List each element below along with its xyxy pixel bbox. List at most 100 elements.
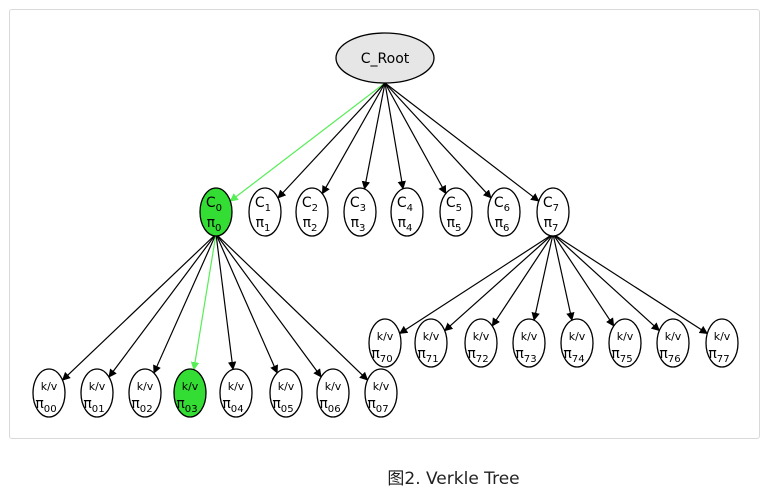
leaf-node-06: k/v π06 <box>316 368 350 418</box>
kv-label: k/v <box>423 330 440 343</box>
root-node: C_Root <box>335 32 435 84</box>
leaf-node-76: k/v π76 <box>656 318 690 368</box>
kv-label: k/v <box>569 330 586 343</box>
kv-label: k/v <box>228 380 245 393</box>
proof-label: π7 <box>544 215 559 234</box>
leaf-node-70: k/v π70 <box>368 318 402 368</box>
kv-label: k/v <box>473 330 490 343</box>
edge-c7-leaf2 <box>491 233 554 327</box>
edge-c0-leaf6 <box>215 233 322 378</box>
leaf-node-04: k/v π04 <box>219 368 253 418</box>
kv-label: k/v <box>137 380 154 393</box>
leaf-proof-label: π75 <box>611 346 632 365</box>
leaf-proof-label: π00 <box>35 396 56 415</box>
leaf-proof-label: π76 <box>659 346 680 365</box>
kv-label: k/v <box>325 380 342 393</box>
proof-label: π1 <box>256 215 271 234</box>
edge-root-c7 <box>384 82 540 202</box>
kv-label: k/v <box>278 380 295 393</box>
kv-label: k/v <box>714 330 731 343</box>
leaf-node-02: k/v π02 <box>128 368 162 418</box>
edge-c0-leaf7 <box>215 233 369 381</box>
edge-c0-leaf0 <box>61 233 217 381</box>
leaf-node-07: k/v π07 <box>364 368 398 418</box>
edge-c7-leaf0 <box>398 233 554 334</box>
commitment-label: C1 <box>255 195 271 214</box>
leaf-proof-label: π02 <box>131 396 152 415</box>
kv-label: k/v <box>665 330 682 343</box>
proof-label: π0 <box>207 215 222 234</box>
leaf-proof-label: π71 <box>417 346 438 365</box>
commitment-label: C6 <box>494 195 510 214</box>
leaf-proof-label: π72 <box>467 346 488 365</box>
edge-root-c3 <box>361 82 386 190</box>
figure-caption: 图2. Verkle Tree <box>387 469 520 489</box>
leaf-proof-label: π03 <box>176 396 197 415</box>
leaf-proof-label: π74 <box>563 346 584 365</box>
edge-c7-leaf3 <box>531 233 554 322</box>
commitment-label: C7 <box>543 195 559 214</box>
kv-label: k/v <box>521 330 538 343</box>
edge-root-c1 <box>277 82 386 199</box>
leaf-node-00: k/v π00 <box>32 368 66 418</box>
leaf-proof-label: π70 <box>371 346 392 365</box>
kv-label: k/v <box>377 330 394 343</box>
leaf-proof-label: π73 <box>515 346 536 365</box>
edge-root-c6 <box>384 82 492 199</box>
leaf-node-05: k/v π05 <box>269 368 303 418</box>
commitment-label: C2 <box>302 195 318 214</box>
leaf-proof-label: π77 <box>708 346 729 365</box>
edge-c0-leaf5 <box>215 233 278 374</box>
edge-root-c4 <box>384 82 406 190</box>
leaf-node-01: k/v π01 <box>80 368 114 418</box>
commitment-label: C0 <box>206 195 222 214</box>
kv-label: k/v <box>373 380 390 393</box>
root-label: C_Root <box>361 51 410 67</box>
leaf-node-71: k/v π71 <box>414 318 448 368</box>
edge-c0-leaf4 <box>215 233 237 371</box>
edge-c7-leaf5 <box>552 233 615 327</box>
leaf-node-74: k/v π74 <box>560 318 594 368</box>
edge-c7-leaf7 <box>552 233 709 335</box>
kv-label: k/v <box>617 330 634 343</box>
proof-label: π4 <box>398 215 413 234</box>
edge-c0-leaf2 <box>153 233 217 374</box>
proof-label: π5 <box>447 215 462 234</box>
proof-label: π2 <box>303 215 318 234</box>
commitment-label: C4 <box>397 195 413 214</box>
edge-root-c2 <box>321 82 386 195</box>
edge-root-c5 <box>384 82 447 195</box>
leaf-proof-label: π07 <box>367 396 388 415</box>
edge-root-c0 <box>229 82 386 202</box>
leaf-proof-label: π06 <box>319 396 340 415</box>
edge-c7-leaf4 <box>552 233 575 322</box>
proof-label: π6 <box>495 215 510 234</box>
leaf-node-72: k/v π72 <box>464 318 498 368</box>
commitment-label: C3 <box>350 195 366 214</box>
commitment-label: C5 <box>446 195 462 214</box>
leaf-node-03: k/v π03 <box>173 368 207 418</box>
edge-c7-leaf1 <box>444 233 554 332</box>
edge-c0-leaf1 <box>108 233 217 378</box>
kv-label: k/v <box>182 380 199 393</box>
leaf-node-73: k/v π73 <box>512 318 546 368</box>
kv-label: k/v <box>41 380 58 393</box>
edge-c0-leaf3 <box>190 233 217 371</box>
proof-label: π3 <box>351 215 366 234</box>
kv-label: k/v <box>89 380 106 393</box>
leaf-proof-label: π04 <box>222 396 243 415</box>
leaf-node-77: k/v π77 <box>705 318 739 368</box>
leaf-proof-label: π05 <box>272 396 293 415</box>
leaf-node-75: k/v π75 <box>608 318 642 368</box>
edge-c7-leaf6 <box>552 233 660 332</box>
leaf-proof-label: π01 <box>83 396 104 415</box>
